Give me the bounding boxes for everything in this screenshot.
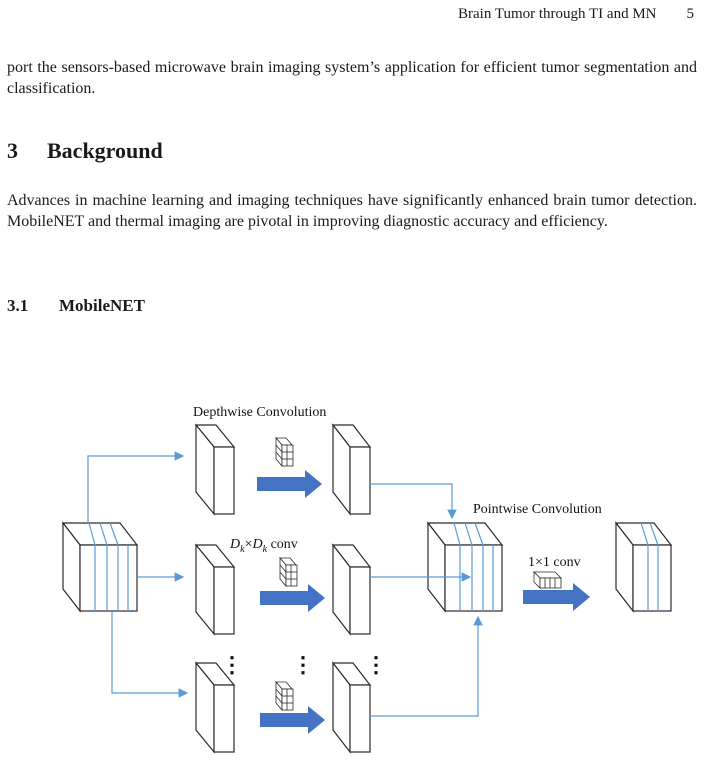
running-title: Brain Tumor through TI and MN [458, 6, 657, 22]
connector-out-top [370, 483, 457, 520]
section-heading: 3 Background [7, 138, 163, 164]
depthwise-input-slab-3 [194, 661, 236, 754]
depthwise-arrow-2 [260, 584, 325, 612]
dk-times: × [245, 537, 253, 552]
page-number: 5 [686, 6, 695, 22]
connector-input-top [87, 451, 185, 523]
section-title: Background [47, 138, 163, 163]
depthwise-arrow-1 [257, 470, 322, 498]
section-paragraph: Advances in machine learning and imaging… [7, 192, 697, 230]
input-block [61, 521, 139, 613]
pointwise-input-block [426, 521, 504, 613]
depthwise-arrow-3 [260, 706, 325, 734]
depthwise-output-slab-1 [331, 423, 372, 516]
pointwise-label: Pointwise Convolution [473, 502, 602, 517]
dk-sub-2: k [263, 544, 268, 555]
depthwise-label: Depthwise Convolution [193, 405, 326, 420]
connectors [87, 451, 483, 717]
dk-sub-1: k [240, 544, 245, 555]
depthwise-input-slab-1 [194, 423, 236, 516]
depthwise-output-slab-3 [331, 661, 372, 754]
output-block [614, 521, 673, 613]
kernel-icon-3 [275, 680, 294, 712]
intro-paragraph: port the sensors-based microwave brain i… [7, 59, 697, 97]
ellipsis-right: ⋮ [365, 652, 387, 677]
ellipsis-middle: ⋮ [292, 652, 314, 677]
dk-conv-label: Dk×Dk conv [229, 537, 298, 555]
connector-out-bottom [370, 615, 483, 717]
ellipsis-left: ⋮ [221, 652, 243, 677]
kernel-icon-2 [279, 556, 298, 588]
dk-base-2: D [251, 537, 262, 552]
connector-input-bottom [111, 611, 189, 698]
kernel-icon-1 [275, 436, 294, 468]
depthwise-input-slab-2 [194, 543, 236, 636]
pointwise-kernel-icon [533, 571, 562, 589]
one-by-one-label: 1×1 conv [528, 555, 581, 570]
pointwise-arrow [523, 583, 590, 611]
subsection-number: 3.1 [7, 296, 29, 315]
section-number: 3 [7, 138, 18, 163]
running-header: Brain Tumor through TI and MN 5 [458, 6, 694, 23]
subsection-heading: 3.1 MobileNET [7, 296, 145, 316]
mobilenet-diagram: Depthwise Convolution Pointwise Convolut… [61, 405, 673, 754]
dk-base-1: D [229, 537, 240, 552]
subsection-title: MobileNET [59, 296, 145, 315]
dk-suffix: conv [267, 537, 298, 552]
depthwise-output-slab-2 [331, 543, 372, 636]
